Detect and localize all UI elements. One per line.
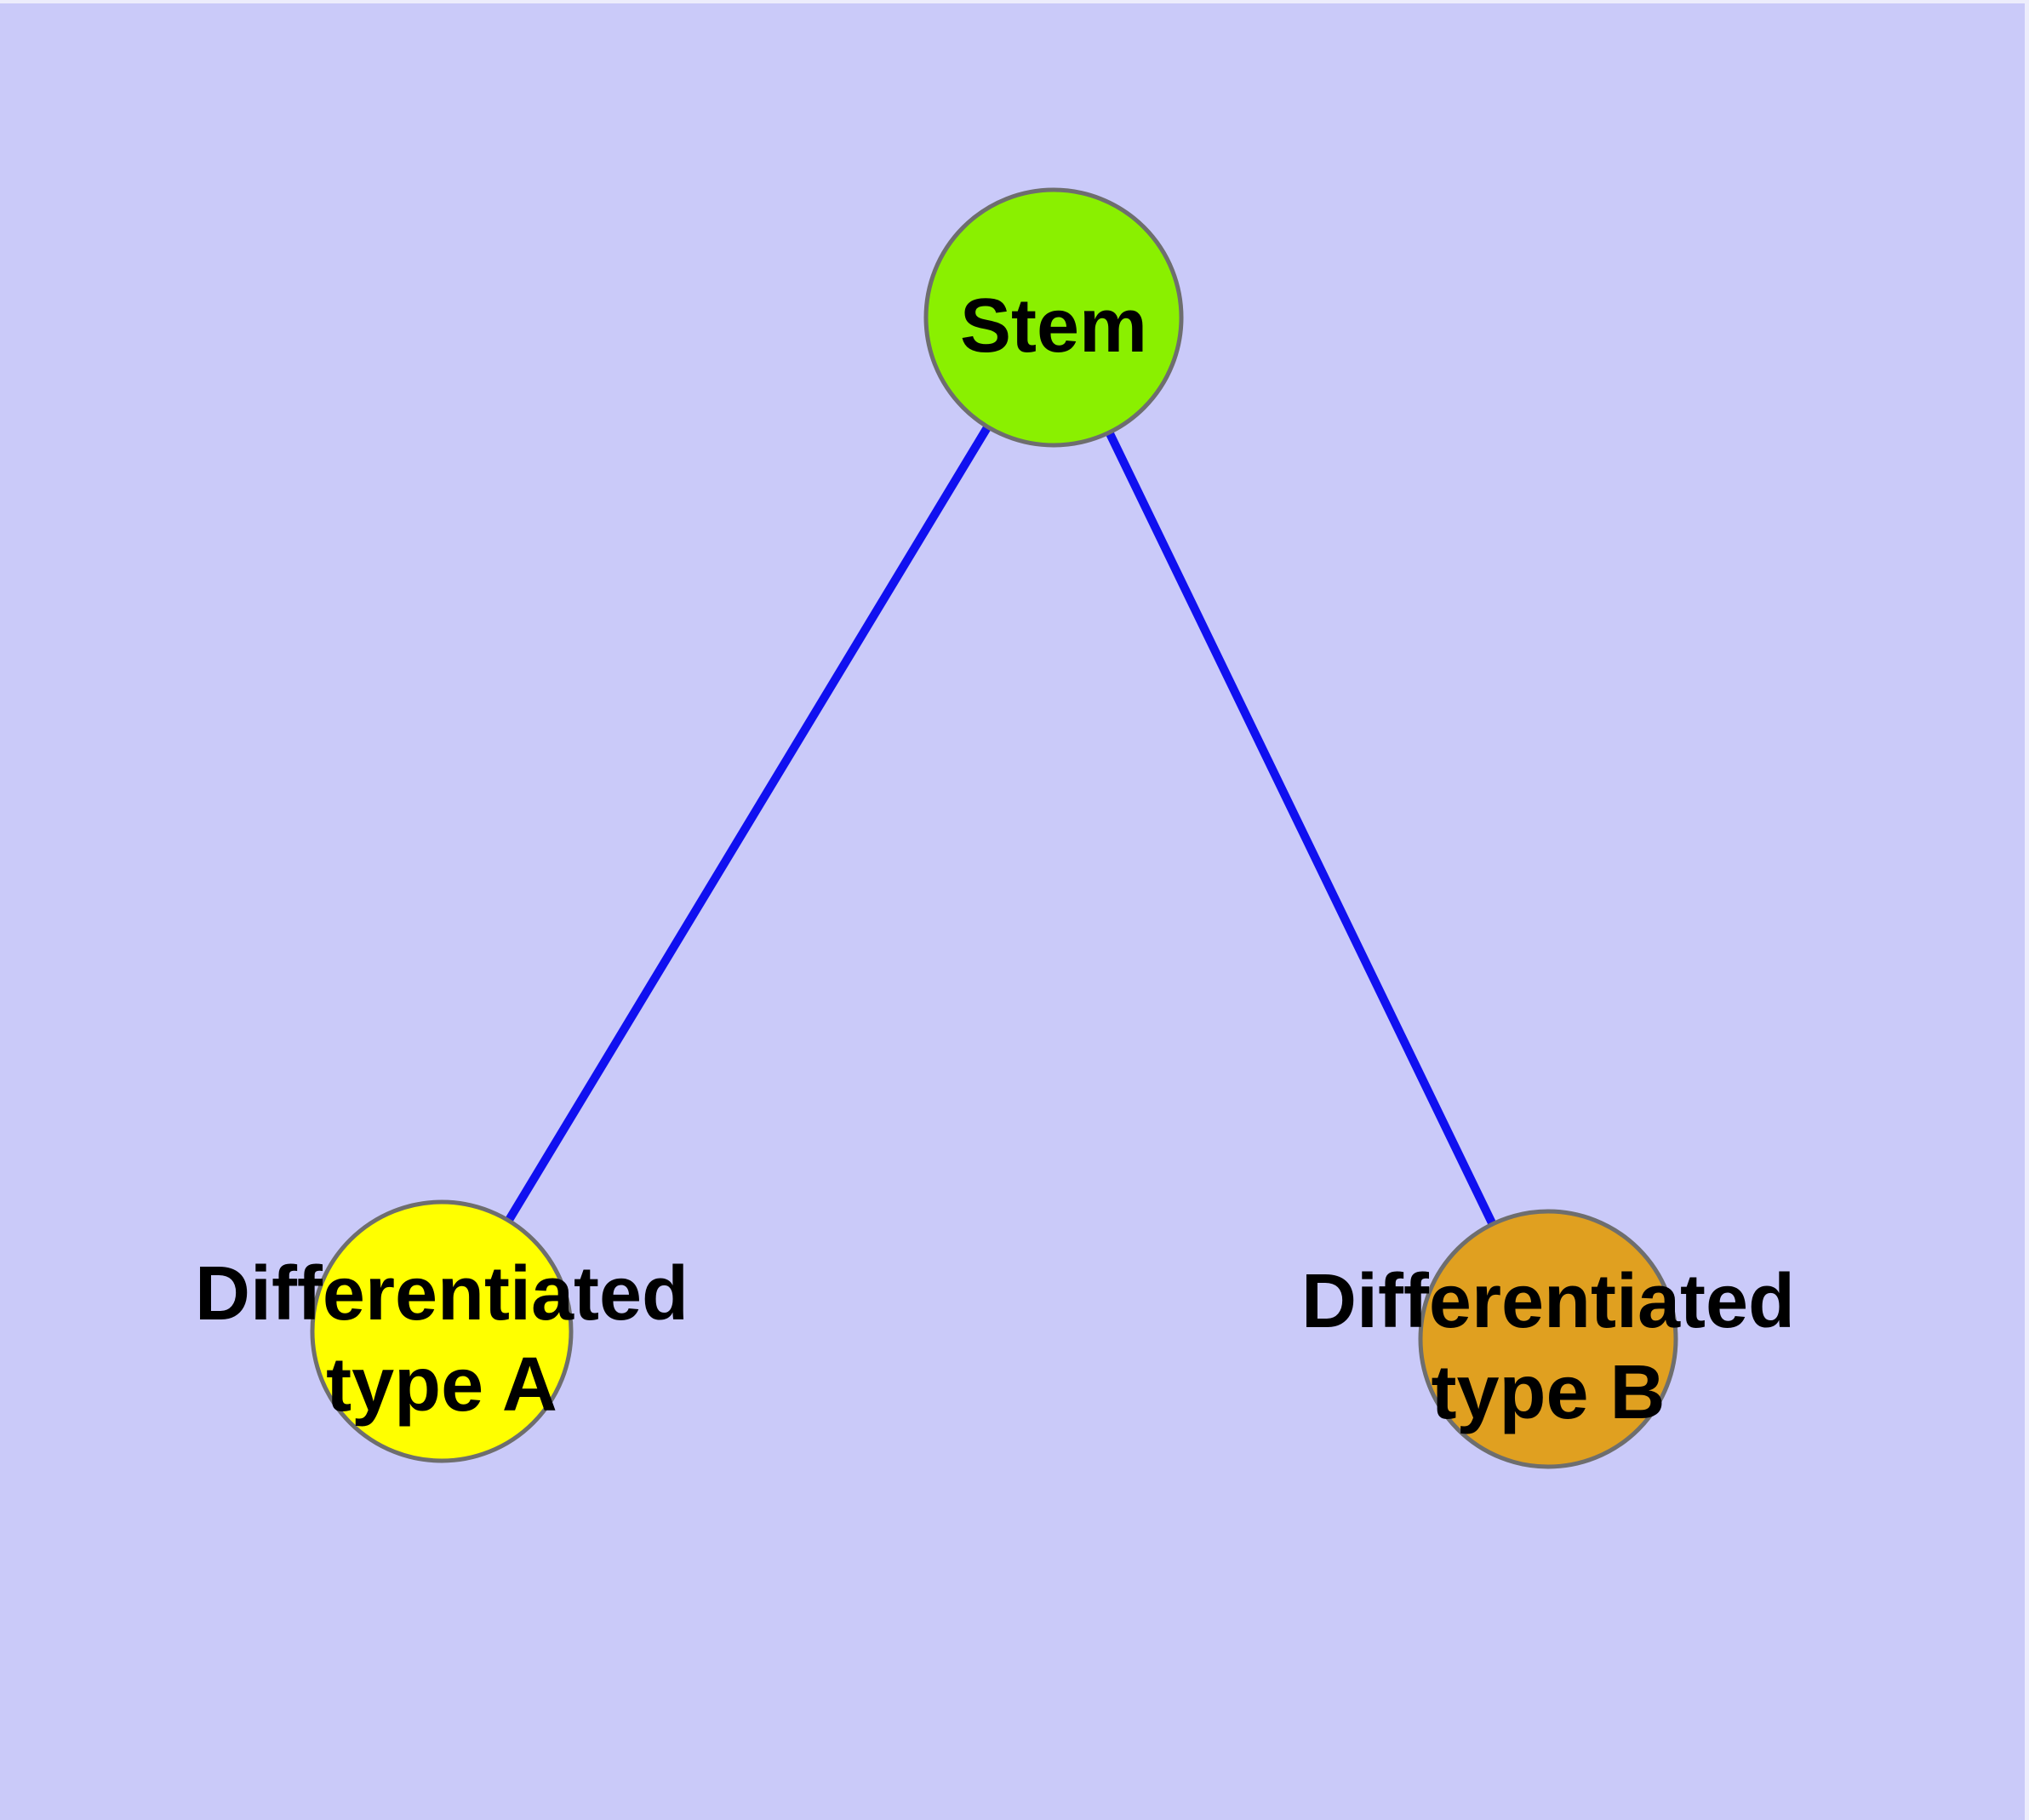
node-type-a-label-line1: Differentiated [195, 1251, 689, 1336]
node-type-a-label-line2: type A [326, 1342, 557, 1428]
node-type-b-label-line1: Differentiated [1301, 1259, 1795, 1344]
node-stem-circle[interactable] [923, 187, 1184, 448]
window-top-edge-highlight [0, 0, 2029, 3]
node-type-b-circle[interactable] [1418, 1209, 1678, 1469]
node-type-a-circle[interactable] [310, 1199, 574, 1463]
edge-stem-to-type-a[interactable] [437, 315, 1058, 1334]
node-type-b-label-line2: type B [1431, 1350, 1665, 1435]
edge-stem-to-type-b[interactable] [1049, 315, 1552, 1342]
node-stem-label: Stem [960, 283, 1147, 369]
window-right-edge-highlight [2025, 0, 2029, 1820]
